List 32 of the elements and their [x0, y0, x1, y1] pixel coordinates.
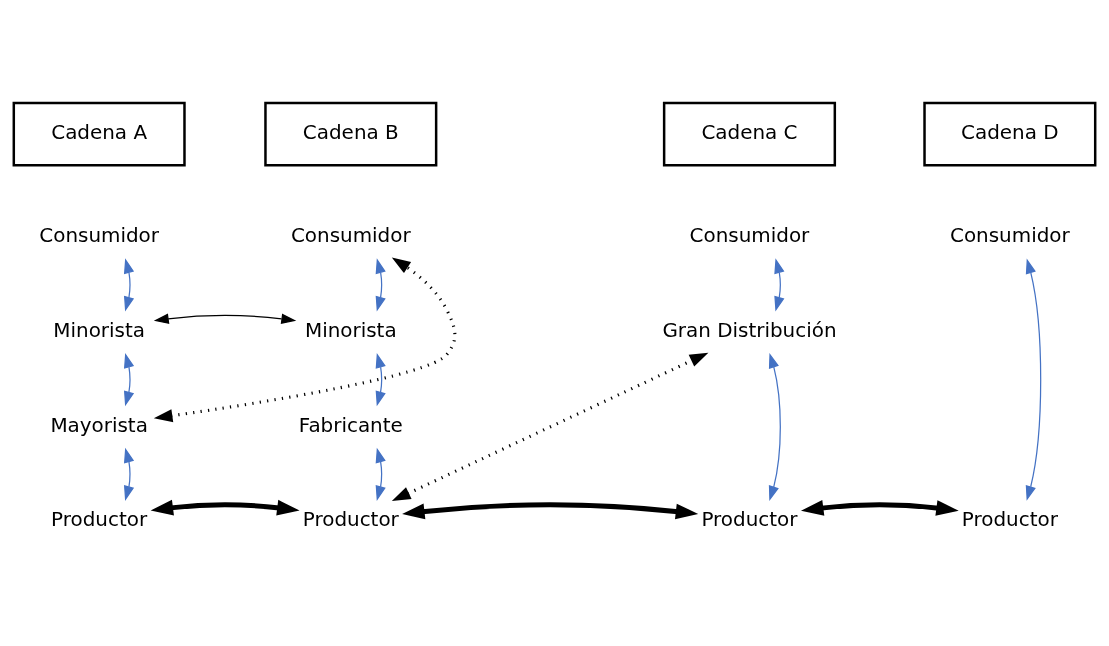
arrow: [124, 352, 135, 406]
node-text: Productor: [961, 507, 1058, 531]
arrow: [124, 257, 135, 312]
node-text: Minorista: [53, 318, 145, 342]
node-box: Cadena D: [923, 101, 1097, 167]
arrow: [391, 352, 709, 501]
arrow: [402, 501, 699, 519]
arrow: [375, 257, 386, 312]
node-text: Consumidor: [950, 223, 1070, 247]
arrow: [768, 352, 781, 501]
arrow: [375, 447, 386, 501]
arrow: [150, 499, 300, 515]
arrow: [153, 256, 457, 422]
node-text: Mayorista: [50, 413, 148, 437]
arrow: [1025, 258, 1042, 501]
node-text: Fabricante: [298, 413, 403, 437]
node-text: Consumidor: [290, 223, 411, 247]
arrow: [801, 499, 959, 516]
node-text: Consumidor: [689, 223, 810, 247]
node-text: Productor: [51, 507, 148, 531]
node-text: Gran Distribución: [662, 318, 837, 342]
arrow: [153, 313, 297, 324]
node-text: Minorista: [304, 318, 397, 342]
node-text: Productor: [302, 507, 399, 531]
arrow: [774, 257, 785, 312]
node-box: Cadena C: [662, 101, 837, 167]
arrow: [375, 352, 386, 406]
node-box: Cadena A: [12, 101, 186, 167]
node-box: Cadena B: [264, 101, 438, 167]
node-text: Productor: [701, 507, 798, 531]
node-text: Consumidor: [39, 223, 159, 247]
arrow: [124, 447, 135, 501]
